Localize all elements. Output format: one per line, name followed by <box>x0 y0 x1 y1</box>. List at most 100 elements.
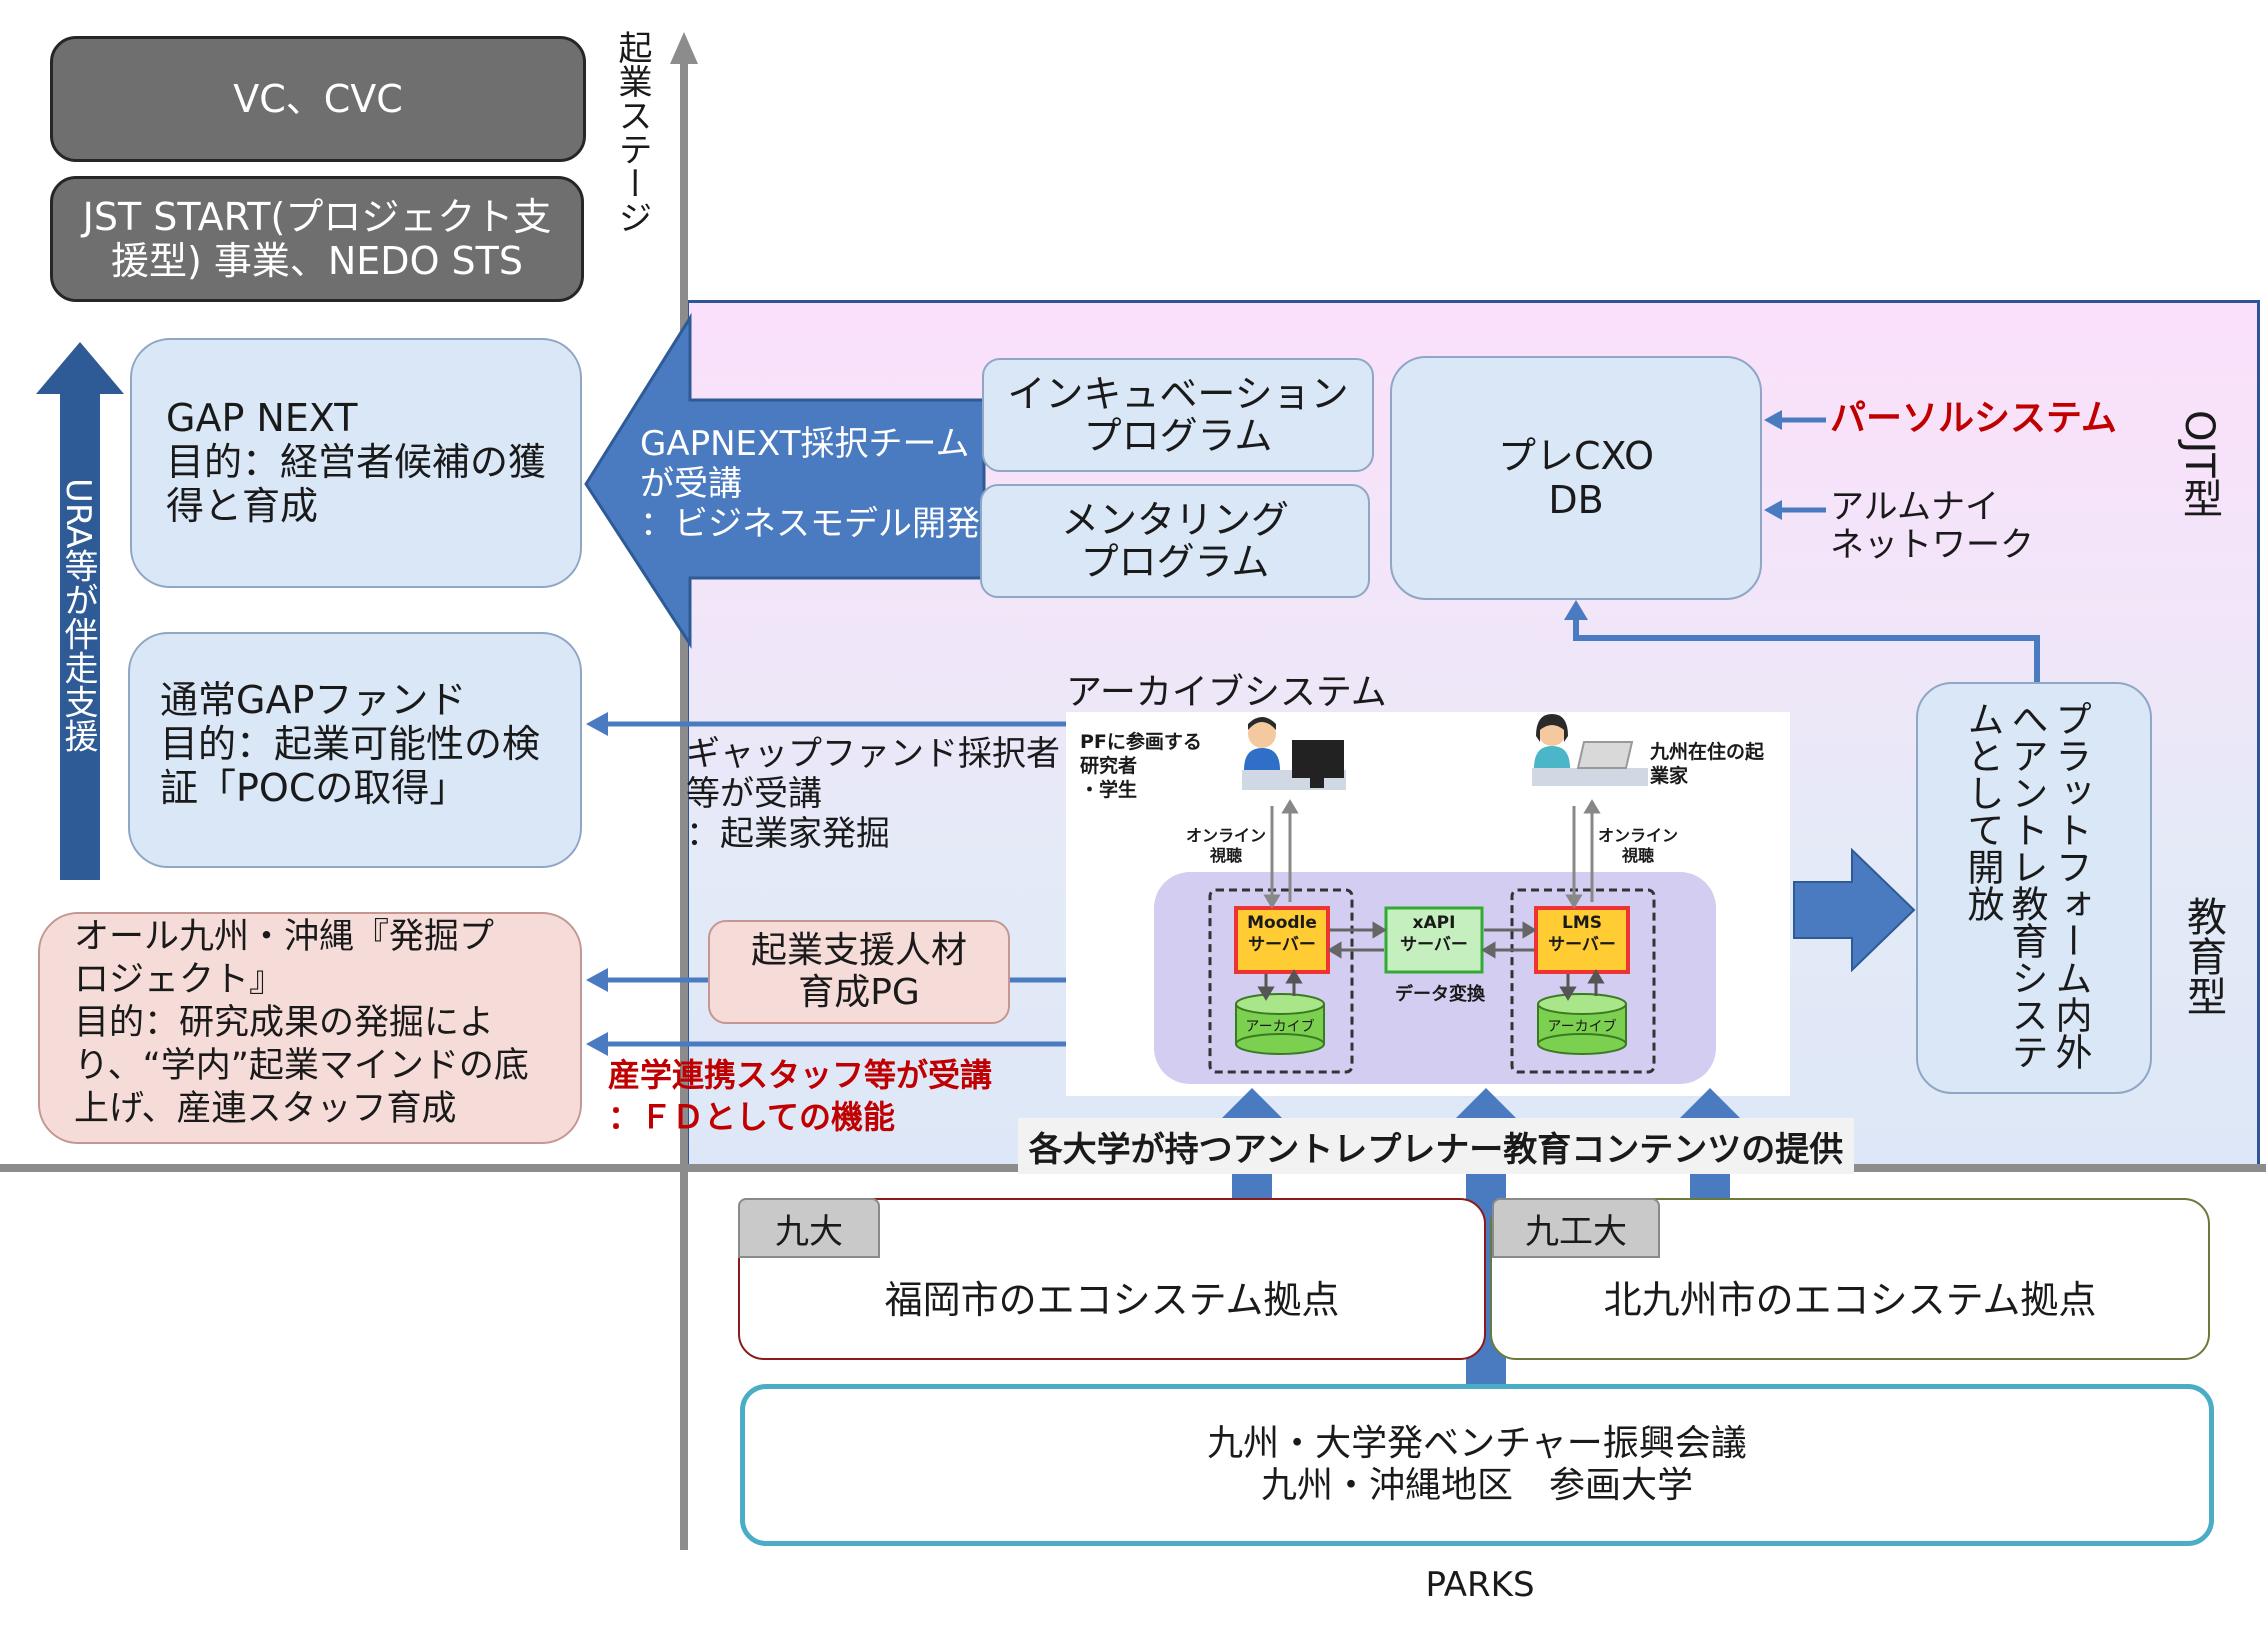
gap-fund-line-1: 通常GAPファンド <box>160 678 467 722</box>
kyukodai-tab: 九工大 <box>1492 1198 1660 1258</box>
stage-axis-label: 起業ステージ <box>612 30 652 234</box>
fd-line-2: ：ＦＤとしての機能 <box>608 1098 896 1136</box>
education-label: 教育型 <box>2180 896 2226 1016</box>
gapnext-arrow-line-1: GAPNEXT採択チーム <box>640 424 970 464</box>
entrepreneur-line-1: 九州在住の起 <box>1650 741 1765 763</box>
server-container <box>1154 872 1716 1084</box>
jst-line-2: 援型) 事業、NEDO STS <box>110 239 524 283</box>
online-left-line-1: オンライン <box>1186 826 1267 845</box>
archive-db-right <box>1537 993 1627 1055</box>
researcher-line-3: ・学生 <box>1080 779 1138 801</box>
incubation-line-2: プログラム <box>1083 414 1273 458</box>
archive-diagram <box>1154 714 1716 1084</box>
ojt-label: OJT型 <box>2176 410 2222 518</box>
gapnext-arrow-text: GAPNEXT採択チーム が受講 ：ビジネスモデル開発 <box>640 424 980 544</box>
platform-open-text: プラットフォーム内外 へアントレ教育システ ムとして開放 <box>1960 700 2092 1080</box>
kyudai-tab: 九大 <box>738 1198 880 1258</box>
gap-fund-recipients-line-3: ：起業家発掘 <box>686 814 890 854</box>
all-kyushu-line-3: 目的：研究成果の発掘によ <box>74 1003 495 1043</box>
fukuoka-ecosystem-label: 福岡市のエコシステム拠点 <box>884 1277 1340 1322</box>
vc-cvc-label: VC、CVC <box>233 77 403 121</box>
lms-server-label: LMS サーバー <box>1536 912 1628 956</box>
kyukodai-tab-label: 九工大 <box>1525 1211 1627 1252</box>
kitakyushu-ecosystem-label: 北九州市のエコシステム拠点 <box>1603 1277 2097 1322</box>
xapi-server-label: xAPI サーバー <box>1386 912 1482 956</box>
platform-to-precxo-connector <box>1564 600 2040 684</box>
support-pg-line-1: 起業支援人材 <box>750 930 967 971</box>
support-pg-box: 起業支援人材 育成PG <box>708 920 1010 1024</box>
kyudai-tab-label: 九大 <box>775 1211 843 1252</box>
ura-support-arrow <box>36 342 124 880</box>
vc-cvc-box: VC、CVC <box>50 36 586 162</box>
incubation-program-box: インキュベーション プログラム <box>982 358 1374 472</box>
all-kyushu-line-2: ロジェクト』 <box>74 960 285 1000</box>
archive-system-title: アーカイブシステム <box>1066 672 1387 713</box>
platform-line-1: プラットフォーム内外 <box>2049 700 2092 1070</box>
alumni-line-1: アルムナイ <box>1830 487 1999 527</box>
pre-cxo-line-2: DB <box>1548 478 1604 522</box>
gapnext-arrow-line-2: が受講 <box>640 464 742 504</box>
entrepreneur-label: 九州在住の起 業家 <box>1650 740 1764 788</box>
all-kyushu-line-4: り、“学内”起業マインドの底 <box>74 1046 529 1086</box>
incubation-line-1: インキュベーション <box>1007 372 1349 416</box>
gap-fund-line-2: 目的：起業可能性の検 <box>160 722 541 766</box>
researcher-label: PFに参画する 研究者 ・学生 <box>1080 730 1202 802</box>
xapi-server <box>1384 906 1484 974</box>
moodle-line-1: Moodle <box>1247 913 1317 933</box>
input-arrows <box>1764 410 1826 520</box>
mentoring-line-2: プログラム <box>1080 540 1270 584</box>
gap-next-box: GAP NEXT 目的：経営者候補の獲 得と育成 <box>130 338 582 588</box>
council-line-2: 九州・沖縄地区 参画大学 <box>1260 1465 1693 1506</box>
jst-line-1: JST START(プロジェクト支 <box>82 195 552 239</box>
archive-db-left <box>1235 993 1325 1055</box>
fd-line-1: 産学連携スタッフ等が受講 <box>608 1056 993 1094</box>
entrepreneur-icon <box>1532 714 1648 786</box>
online-left-line-2: 視聴 <box>1209 846 1242 865</box>
lms-server <box>1534 906 1630 974</box>
all-kyushu-box: オール九州・沖縄『発掘プ ロジェクト』 目的：研究成果の発掘によ り、“学内”起… <box>38 912 582 1144</box>
gap-next-line-3: 得と育成 <box>166 484 319 528</box>
online-view-right-label: オンライン 視聴 <box>1598 826 1678 866</box>
fd-function-text: 産学連携スタッフ等が受講 ：ＦＤとしての機能 <box>608 1054 992 1138</box>
online-right-line-1: オンライン <box>1598 826 1679 845</box>
all-kyushu-line-5: 上げ、産連スタッフ育成 <box>74 1089 457 1129</box>
ura-support-label: URA等が伴走支援 <box>58 478 98 753</box>
platform-line-2: へアントレ教育システ <box>2005 700 2048 1070</box>
gap-fund-recipients-line-1: ギャップファンド採択者 <box>686 734 1060 774</box>
persol-label: パーソルシステム <box>1830 398 2117 439</box>
lms-line-1: LMS <box>1562 913 1602 933</box>
lms-line-2: サーバー <box>1548 935 1616 955</box>
gapnext-arrow-line-3: ：ビジネスモデル開発 <box>640 504 980 544</box>
xapi-line-1: xAPI <box>1412 913 1456 933</box>
parks-text: PARKS <box>1425 1565 1535 1605</box>
gap-fund-line-3: 証「POCの取得」 <box>160 766 468 810</box>
fukuoka-ecosystem-box: 福岡市のエコシステム拠点 <box>738 1198 1486 1360</box>
parks-label: PARKS <box>1380 1562 1580 1608</box>
gap-next-line-1: GAP NEXT <box>166 396 358 440</box>
archive-db-right-label: アーカイブ <box>1547 1019 1617 1035</box>
mentoring-line-1: メンタリング <box>1060 498 1289 542</box>
moodle-server <box>1234 906 1330 974</box>
researcher-line-1: PFに参画する <box>1080 731 1202 753</box>
moodle-line-2: サーバー <box>1248 935 1316 955</box>
content-provision-banner: 各大学が持つアントレプレナー教育コンテンツの提供 <box>1018 1118 1854 1174</box>
mentoring-program-box: メンタリング プログラム <box>980 484 1370 598</box>
council-line-1: 九州・大学発ベンチャー振興会議 <box>1207 1423 1747 1464</box>
entrepreneur-line-2: 業家 <box>1650 765 1689 787</box>
researcher-icon <box>1242 717 1346 790</box>
gap-fund-box: 通常GAPファンド 目的：起業可能性の検 証「POCの取得」 <box>128 632 582 868</box>
moodle-server-label: Moodle サーバー <box>1236 912 1328 956</box>
archive-db-left-label: アーカイブ <box>1245 1019 1315 1035</box>
online-right-line-2: 視聴 <box>1621 846 1654 865</box>
xapi-line-2: サーバー <box>1400 935 1468 955</box>
alumni-label: アルムナイ ネットワーク <box>1830 488 2034 564</box>
all-kyushu-line-1: オール九州・沖縄『発掘プ <box>74 917 495 957</box>
support-pg-line-2: 育成PG <box>798 972 920 1013</box>
alumni-line-2: ネットワーク <box>1830 525 2034 565</box>
jst-start-box: JST START(プロジェクト支 援型) 事業、NEDO STS <box>50 176 584 302</box>
platform-line-3: ムとして開放 <box>1961 700 2004 922</box>
gap-fund-recipients-line-2: 等が受講 <box>686 774 822 814</box>
archive-to-platform-arrow <box>1793 847 1916 973</box>
council-box: 九州・大学発ベンチャー振興会議 九州・沖縄地区 参画大学 <box>740 1384 2214 1546</box>
pre-cxo-line-1: プレCXO <box>1497 434 1655 478</box>
